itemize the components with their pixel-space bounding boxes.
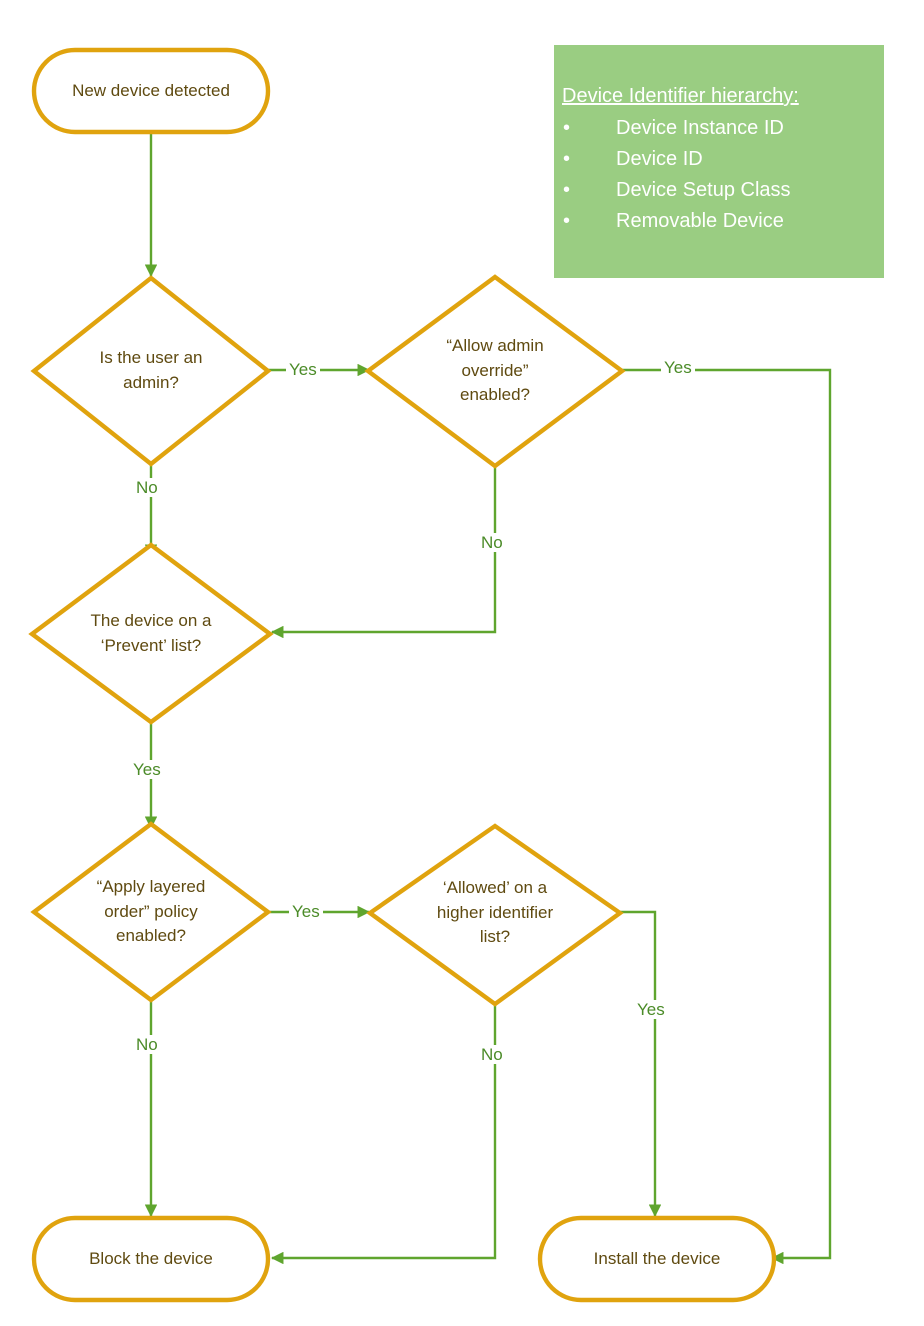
bullet-icon: • — [563, 179, 571, 201]
edge-label-override-no: No — [478, 533, 506, 552]
legend-list: • Device Instance ID • Device ID • Devic… — [554, 113, 884, 237]
legend-item-label: Device Instance ID — [616, 117, 784, 139]
node-start[interactable] — [31, 47, 271, 135]
bullet-icon: • — [563, 210, 571, 232]
legend-title: Device Identifier hierarchy: — [562, 85, 799, 107]
edge-override-yes — [622, 368, 832, 1265]
edge-label-admin-yes: Yes — [286, 360, 320, 379]
node-block[interactable] — [31, 1215, 271, 1303]
edge-label-admin-no: No — [133, 478, 161, 497]
node-higher-identifier[interactable] — [366, 823, 624, 1007]
edge-override-no — [271, 466, 497, 639]
node-shape-group — [28, 47, 777, 1303]
edge-label-higher-no: No — [478, 1045, 506, 1064]
edge-label-higher-yes: Yes — [634, 1000, 668, 1019]
legend-item: • Removable Device — [554, 206, 884, 237]
edge-label-layered-yes: Yes — [289, 902, 323, 921]
legend-item: • Device Setup Class — [554, 175, 884, 206]
edge-higher-yes — [620, 910, 662, 1217]
node-admin-override[interactable] — [364, 274, 626, 469]
node-is-admin[interactable] — [30, 275, 272, 467]
edge-label-override-yes: Yes — [661, 358, 695, 377]
legend-device-identifier-hierarchy: Device Identifier hierarchy: • Device In… — [554, 45, 884, 278]
legend-item-label: Device ID — [616, 148, 703, 170]
legend-item-label: Removable Device — [616, 210, 784, 232]
edge-label-layered-no: No — [133, 1035, 161, 1054]
node-layered-order[interactable] — [30, 821, 272, 1003]
node-install[interactable] — [537, 1215, 777, 1303]
legend-item: • Device Instance ID — [554, 113, 884, 144]
edge-higher-no — [271, 1004, 497, 1265]
legend-item-label: Device Setup Class — [616, 179, 791, 201]
legend-item: • Device ID — [554, 144, 884, 175]
node-prevent-list[interactable] — [28, 542, 274, 725]
bullet-icon: • — [563, 117, 571, 139]
bullet-icon: • — [563, 148, 571, 170]
edge-label-prevent-yes: Yes — [130, 760, 164, 779]
